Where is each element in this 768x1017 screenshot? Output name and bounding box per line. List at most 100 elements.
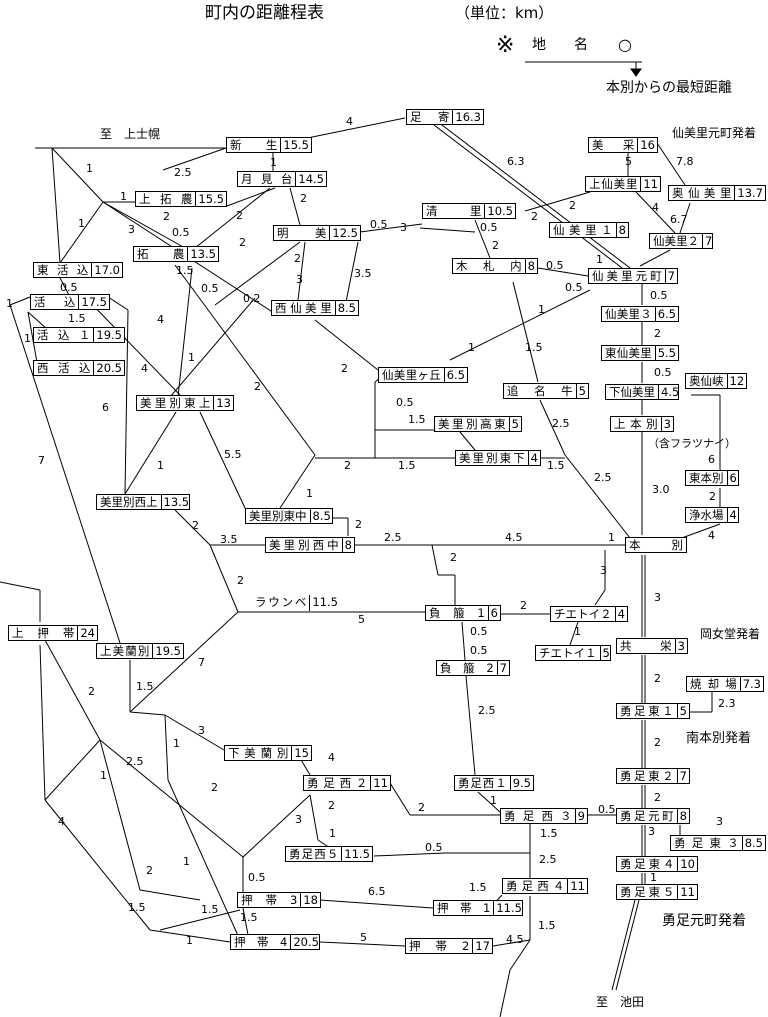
edge-distance-label: 2 [211, 781, 218, 794]
edge-distance-label: 2 [237, 574, 244, 587]
place-name: 西仙美里 [275, 301, 332, 315]
place-distance: 13.7 [734, 186, 765, 200]
place-distance: 5 [599, 646, 612, 660]
place-distance: 8 [524, 259, 537, 273]
edge-distance-label: 0.5 [201, 282, 219, 295]
place-name: 美里別東下 [459, 451, 525, 465]
edge-distance-label: 1 [6, 297, 13, 310]
place-distance: 4 [726, 508, 739, 522]
place-distance: 7 [676, 769, 689, 783]
edge-distance-label: 1 [120, 190, 127, 203]
edge-distance-label: 4 [141, 362, 148, 375]
place-distance: 12.5 [329, 226, 360, 240]
place-name: 追名牛 [507, 384, 573, 398]
place-name: 美里別西上 [100, 495, 158, 509]
edge-distance-label: 1.5 [540, 827, 558, 840]
place-distance: 16.3 [452, 110, 483, 124]
place-name: 押 帯 3 [241, 893, 298, 907]
place-name: 勇足東２ [620, 769, 674, 783]
place-name: 勇足西１ [458, 776, 507, 790]
edge-distance-label: 1 [490, 794, 497, 807]
place-distance: 14.5 [295, 172, 326, 186]
annotation-futarasunai: （含フラツナイ） [648, 437, 736, 450]
edge-distance-label: 2.5 [174, 166, 192, 179]
legend-note: 本別からの最短距離 [606, 80, 732, 96]
edge-distance-label: 2 [294, 252, 301, 265]
edge-distance-label: 1 [86, 162, 93, 175]
edge-distance-label: 4 [58, 815, 65, 828]
edge-distance-label: 1 [100, 769, 107, 782]
place-name: 東本別 [689, 471, 724, 485]
place-distance: 24 [77, 626, 97, 640]
place-name: 西活込 [37, 361, 91, 375]
edge-distance-label: 2 [341, 362, 348, 375]
place-distance: 6 [726, 471, 739, 485]
edge-distance-label: 5.5 [224, 448, 242, 461]
place-distance: 11.5 [309, 595, 340, 611]
edge-distance-label: 1 [157, 459, 164, 472]
place-distance: 8 [341, 538, 354, 552]
place-name: 月見台 [241, 172, 293, 186]
place-distance: 10.5 [484, 204, 515, 218]
edge-distance-label: 2.5 [552, 417, 570, 430]
place-name: 明 美 [277, 226, 327, 240]
place-distance: 17.0 [91, 263, 122, 277]
edge-distance-label: 1.5 [469, 881, 487, 894]
legend-circle: ○ [618, 35, 632, 54]
edge-distance-label: 1.5 [525, 341, 543, 354]
place-name: 負 箙 1 [429, 606, 485, 620]
edge-distance-label: 7 [198, 656, 205, 669]
edge-distance-label: 4.5 [506, 933, 524, 946]
place-distance: 7 [496, 661, 509, 675]
edge-distance-label: 4 [157, 313, 164, 326]
edge-distance-label: 1.5 [538, 919, 556, 932]
place-distance: 7 [664, 269, 677, 283]
place-distance: 13.5 [160, 495, 192, 509]
edge-distance-label: 3 [654, 591, 661, 604]
edge-distance-label: 1 [306, 487, 313, 500]
edge-distance-label: 3 [600, 564, 607, 577]
place-distance: 8.5 [741, 836, 765, 850]
place-distance: 11.5 [493, 901, 524, 915]
edge-distance-label: 2 [300, 192, 307, 205]
place-name: 上仙美里 [589, 177, 638, 191]
edge-distance-label: 2 [328, 799, 335, 812]
edge-distance-label: 3 [128, 223, 135, 236]
edge-distance-label: 2 [654, 736, 661, 749]
edge-distance-label: 0.5 [60, 281, 78, 294]
place-name: 活込１ [37, 328, 91, 342]
place-distance: 9.5 [509, 776, 533, 790]
place-name: 勇足西４ [506, 879, 565, 893]
place-name: 勇足西５ [289, 847, 339, 861]
edge-distance-label: 5 [625, 155, 632, 168]
edge-distance-label: 1.5 [547, 459, 565, 472]
edge-distance-label: 1.5 [136, 680, 154, 693]
edge-distance-label: 3 [295, 813, 302, 826]
edge-distance-label: 3 [400, 221, 407, 234]
place-name: 拓 農 [137, 247, 185, 261]
place-name: 仙美里元町 [592, 269, 662, 283]
place-name: 下仙美里 [609, 385, 655, 399]
edge-distance-label: 0.5 [598, 803, 616, 816]
edge-distance-label: 1.5 [176, 264, 194, 277]
